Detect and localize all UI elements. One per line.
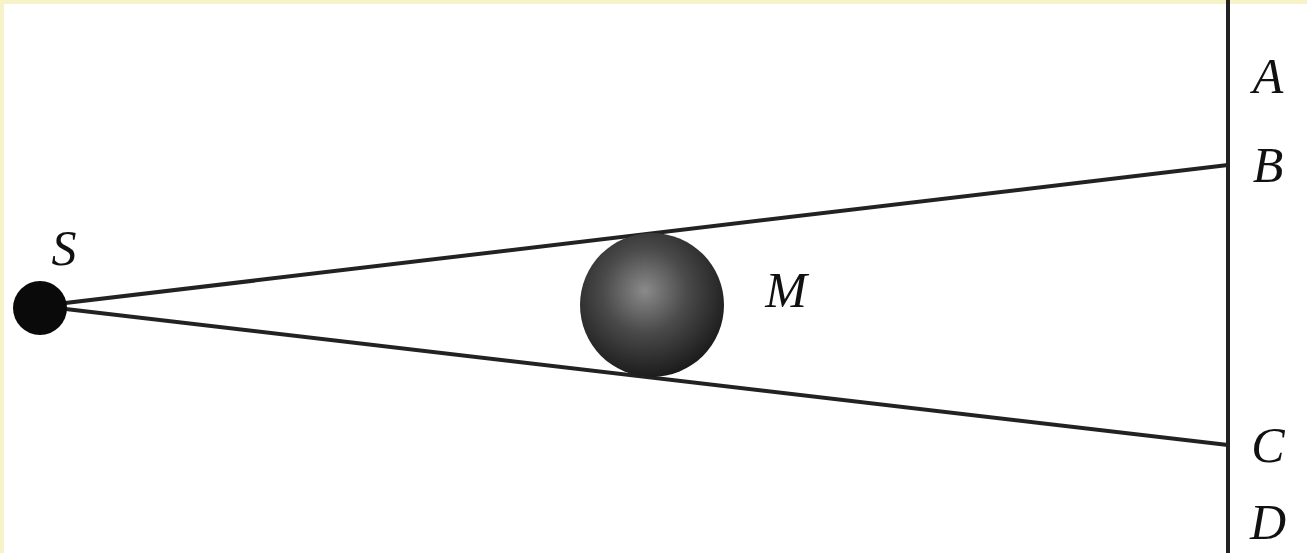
- screen-point-label: B: [1253, 140, 1284, 190]
- left-border: [0, 0, 4, 553]
- source-label: S: [52, 223, 77, 273]
- ball: [580, 233, 724, 377]
- ball-label: M: [765, 265, 807, 315]
- screen: [1226, 0, 1230, 553]
- screen-point-label: A: [1253, 51, 1284, 101]
- top-border: [0, 0, 1307, 4]
- screen-point-label: D: [1250, 497, 1286, 547]
- point-source: [13, 281, 67, 335]
- screen-point-label: C: [1251, 420, 1284, 470]
